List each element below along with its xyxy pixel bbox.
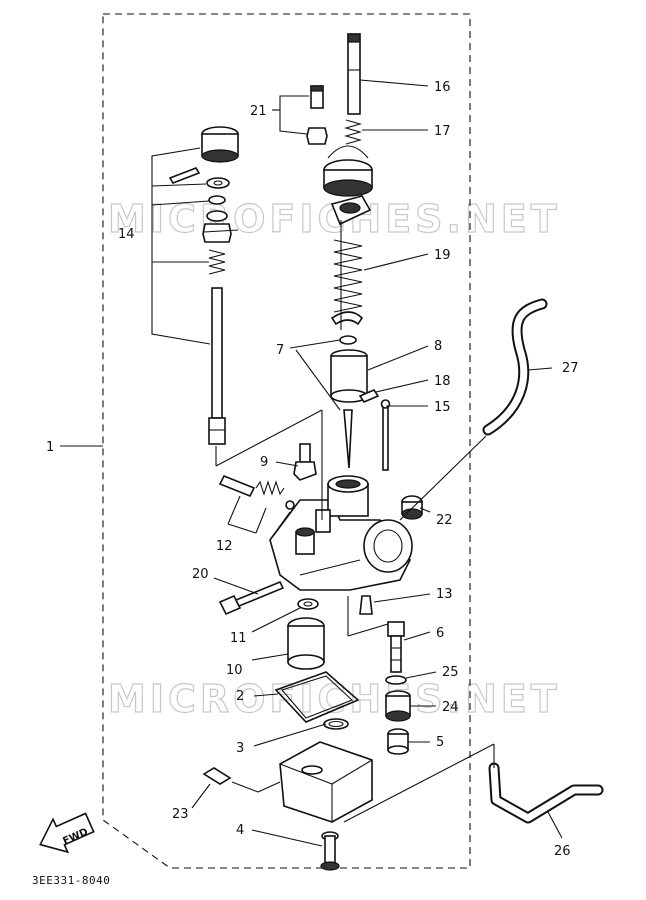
callout-22: 22 [436, 513, 453, 528]
callout-7: 7 [276, 343, 284, 358]
callout-11: 11 [230, 631, 247, 646]
callout-23: 23 [172, 807, 189, 822]
part-8-throttle-slide[interactable] [330, 349, 368, 403]
leader-lines [60, 79, 563, 847]
part-9-air-screw[interactable] [293, 443, 317, 481]
part-11-washer[interactable] [297, 598, 319, 610]
part-19-spring[interactable] [333, 239, 363, 313]
callout-2: 2 [236, 689, 244, 704]
part-27-hose[interactable] [482, 298, 548, 436]
part-16-screw[interactable] [347, 33, 361, 115]
carburetor-body[interactable] [269, 475, 413, 591]
callout-14: 14 [118, 227, 135, 242]
throttle-cap[interactable] [330, 195, 372, 226]
jet-needle[interactable] [343, 409, 353, 469]
part-7-clip[interactable] [330, 311, 364, 345]
callout-8: 8 [434, 339, 442, 354]
part-20-screw[interactable] [218, 580, 285, 616]
fwd-arrow-icon: FWD [39, 812, 95, 854]
float-bowl[interactable] [279, 741, 373, 823]
part-14-fitting[interactable] [202, 210, 232, 243]
part-10-float[interactable] [287, 617, 325, 670]
part-23-drain-fitting[interactable] [202, 767, 232, 785]
callout-20: 20 [192, 567, 209, 582]
callout-1: 1 [46, 440, 54, 455]
choke-clip[interactable] [168, 167, 201, 184]
part-12-screw-spring[interactable] [218, 474, 295, 510]
callout-16: 16 [434, 80, 451, 95]
part-3-o-ring[interactable] [323, 718, 349, 730]
choke-cap[interactable] [201, 126, 239, 163]
bracket-21 [279, 95, 309, 135]
callout-6: 6 [436, 626, 444, 641]
callout-21: 21 [250, 104, 267, 119]
top-cap-nut[interactable] [323, 145, 373, 197]
callout-25: 25 [442, 665, 459, 680]
assembly-boundary [102, 13, 471, 869]
callout-4: 4 [236, 823, 244, 838]
part-17-spring[interactable] [343, 119, 363, 145]
choke-spring[interactable] [208, 249, 226, 275]
callout-9: 9 [260, 455, 268, 470]
callout-5: 5 [436, 735, 444, 750]
callout-17: 17 [434, 124, 451, 139]
diagram-code: 3EE331-8040 [32, 874, 110, 887]
part-2-gasket[interactable] [274, 671, 360, 723]
part-13-needle-valve[interactable] [359, 595, 373, 615]
choke-washer-2[interactable] [208, 195, 226, 205]
part-21-bolt-nut[interactable] [306, 85, 328, 145]
callout-18: 18 [434, 374, 451, 389]
part-6-jet-holder[interactable] [387, 621, 405, 673]
callout-12: 12 [216, 539, 233, 554]
choke-washer-1[interactable] [206, 177, 230, 189]
part-22-cap[interactable] [401, 495, 423, 520]
part-5-pilot-jet[interactable] [387, 728, 409, 755]
part-18-clip[interactable] [358, 389, 380, 403]
part-24-jet[interactable] [385, 690, 411, 722]
watermark-bottom: MICROFICHES.NET [108, 677, 561, 721]
bracket-12 [227, 495, 267, 534]
part-25-o-ring[interactable] [385, 675, 407, 685]
callout-3: 3 [236, 741, 244, 756]
callout-15: 15 [434, 400, 451, 415]
callout-26: 26 [554, 844, 571, 859]
choke-plunger-rod[interactable] [208, 287, 226, 445]
callout-27: 27 [562, 361, 579, 376]
callout-19: 19 [434, 248, 451, 263]
part-15-rod[interactable] [380, 399, 391, 471]
part-26-hose[interactable] [488, 762, 604, 824]
callout-13: 13 [436, 587, 453, 602]
part-4-screw[interactable] [320, 831, 340, 871]
bracket-14 [151, 147, 211, 345]
callouts: 1 16 17 21 14 19 7 8 18 15 9 12 22 20 13… [46, 80, 579, 859]
callout-10: 10 [226, 663, 243, 678]
guide-lines [215, 220, 495, 823]
callout-24: 24 [442, 700, 459, 715]
